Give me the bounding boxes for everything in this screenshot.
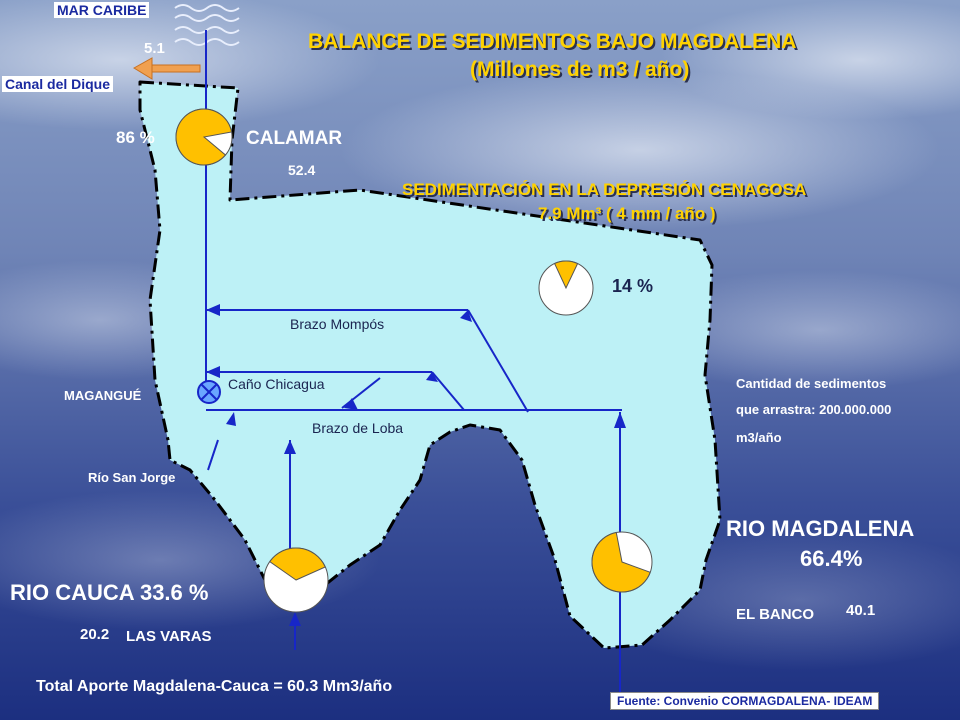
banco-value: 40.1 xyxy=(846,602,876,619)
las-varas-label: LAS VARAS xyxy=(126,628,212,645)
calamar-percent: 86 % xyxy=(116,128,155,147)
el-banco-label: EL BANCO xyxy=(736,606,815,623)
magangue-junction-icon xyxy=(197,380,221,404)
source-label: Fuente: Convenio CORMAGDALENA- IDEAM xyxy=(610,692,880,710)
calamar-label: CALAMAR xyxy=(246,128,343,149)
rio-cauca-label: RIO CAUCA 33.6 % xyxy=(10,580,209,605)
basin-shape xyxy=(138,80,722,650)
title-line1: BALANCE DE SEDIMENTOS BAJO MAGDALENA xyxy=(308,30,797,53)
cauca-value: 20.2 xyxy=(80,626,110,643)
arrowheads xyxy=(206,304,626,626)
river-network xyxy=(205,30,622,700)
pie-magdalena xyxy=(591,531,653,593)
canal-dique-arrow xyxy=(133,57,201,80)
brazo-loba-label: Brazo de Loba xyxy=(312,420,404,436)
pie-depresion-wedge xyxy=(553,260,579,290)
pie-cauca xyxy=(263,547,329,613)
magangue-label: MAGANGUÉ xyxy=(64,388,142,403)
pie-calamar-wedge xyxy=(175,108,233,166)
sedimentation-line2: 7.9 Mm³ ( 4 mm / año ) xyxy=(538,204,716,223)
sedimentation-line1: SEDIMENTACIÓN EN LA DEPRESIÓN CENAGOSA xyxy=(402,180,807,199)
mar-caribe-label: MAR CARIBE xyxy=(54,2,150,18)
depresion-percent: 14 % xyxy=(612,276,654,296)
cantidad-line3: m3/año xyxy=(736,430,782,445)
rio-magdalena-label: RIO MAGDALENA xyxy=(726,516,915,541)
cantidad-line1: Cantidad de sedimentos xyxy=(736,376,887,391)
brazo-mompos-label: Brazo Mompós xyxy=(290,316,385,332)
canal-dique-label: Canal del Dique xyxy=(2,76,114,92)
title-line2: (Millones de m3 / año) xyxy=(470,58,690,81)
pie-magdalena-wedge xyxy=(591,531,651,593)
rio-san-jorge-label: Río San Jorge xyxy=(88,470,176,485)
cano-chicagua-label: Caño Chicagua xyxy=(228,376,325,392)
mar-value: 5.1 xyxy=(144,40,165,57)
pie-cauca-wedge xyxy=(269,547,326,581)
total-label: Total Aporte Magdalena-Cauca = 60.3 Mm3/… xyxy=(36,678,393,695)
pie-calamar xyxy=(175,108,233,166)
pie-depresion xyxy=(538,260,594,316)
magdalena-percent: 66.4% xyxy=(800,546,863,571)
cantidad-line2: que arrastra: 200.000.000 xyxy=(736,402,892,417)
calamar-value: 52.4 xyxy=(288,162,316,178)
